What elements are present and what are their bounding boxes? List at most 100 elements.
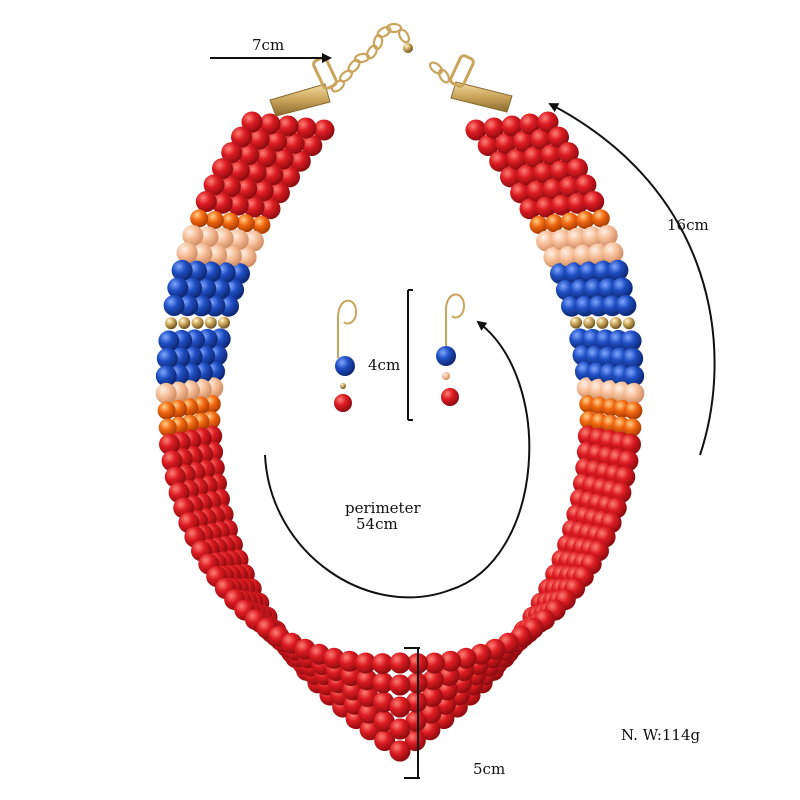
bead xyxy=(551,194,573,216)
bead xyxy=(191,316,204,329)
bead xyxy=(372,653,393,675)
bead xyxy=(506,148,528,170)
bead xyxy=(389,718,411,740)
bead xyxy=(519,113,541,135)
bead xyxy=(611,277,633,299)
bead xyxy=(526,180,548,202)
bead xyxy=(512,130,534,152)
bead xyxy=(301,135,323,156)
bead xyxy=(238,144,260,166)
bead xyxy=(159,433,180,455)
bead xyxy=(591,209,610,228)
bead xyxy=(570,316,582,329)
bead xyxy=(259,113,281,135)
bead xyxy=(465,119,487,141)
bead xyxy=(622,348,644,369)
bead xyxy=(167,277,189,299)
bead xyxy=(218,316,230,329)
side-length-arrow xyxy=(548,103,716,456)
bead xyxy=(535,196,557,218)
bead xyxy=(516,164,538,186)
bead xyxy=(178,317,191,329)
side-length-label: 16cm xyxy=(667,216,709,234)
bead xyxy=(231,126,252,148)
bead xyxy=(617,450,639,472)
bead xyxy=(255,146,277,168)
bead xyxy=(323,647,345,669)
bead xyxy=(583,316,596,329)
bead xyxy=(596,225,618,246)
earring-length-label: 4cm xyxy=(368,356,401,374)
front-width-label: 5cm xyxy=(473,760,506,778)
bead xyxy=(227,229,249,251)
perimeter-arrow xyxy=(264,320,531,599)
bead xyxy=(356,669,378,691)
bead xyxy=(483,117,505,139)
bead xyxy=(389,674,411,696)
bead xyxy=(623,382,645,404)
bead xyxy=(165,317,178,330)
bead xyxy=(567,158,588,180)
bead xyxy=(542,178,564,200)
bead xyxy=(405,710,427,732)
bead xyxy=(623,365,645,387)
bead xyxy=(624,401,643,420)
bead xyxy=(602,242,624,264)
bead xyxy=(495,132,517,154)
bead xyxy=(559,176,581,198)
bead xyxy=(455,647,477,669)
bead xyxy=(163,295,185,316)
bead xyxy=(596,316,609,329)
bead xyxy=(510,182,532,204)
bead xyxy=(389,696,411,718)
bead xyxy=(404,730,426,752)
bead xyxy=(190,209,209,228)
bead xyxy=(540,144,562,166)
bead xyxy=(477,135,499,156)
bead xyxy=(203,174,225,196)
bead xyxy=(272,148,294,170)
bead xyxy=(277,115,299,137)
bead xyxy=(197,226,219,248)
bead xyxy=(243,196,265,218)
bead xyxy=(519,198,541,220)
clasp-left xyxy=(269,56,338,117)
bead xyxy=(581,226,603,248)
bead xyxy=(266,130,288,152)
bead xyxy=(195,191,217,212)
necklace-beads xyxy=(155,111,645,762)
bead xyxy=(620,330,642,352)
bead xyxy=(212,227,234,249)
bead xyxy=(620,433,641,455)
bead xyxy=(182,225,204,246)
bead xyxy=(529,215,548,234)
bead xyxy=(440,650,461,672)
net-weight-label: N. W:114g xyxy=(621,726,701,744)
bead xyxy=(156,348,178,369)
clasp-right xyxy=(449,54,513,113)
bead xyxy=(157,401,176,420)
bead xyxy=(609,317,622,329)
bead xyxy=(566,227,588,249)
bead xyxy=(295,117,317,139)
bead xyxy=(423,652,445,674)
bead xyxy=(500,166,521,188)
bead xyxy=(158,330,180,352)
bead xyxy=(158,418,177,437)
bead xyxy=(530,128,552,150)
bead xyxy=(161,450,183,472)
bead xyxy=(389,652,411,674)
chain-drop-bead xyxy=(403,43,413,53)
bead xyxy=(615,295,637,316)
bead xyxy=(227,194,249,216)
perimeter-value: 54cm xyxy=(356,515,398,533)
bead xyxy=(155,382,177,404)
bead xyxy=(283,132,305,154)
bead xyxy=(245,162,267,184)
bead xyxy=(523,146,545,168)
bead xyxy=(219,176,241,198)
bead xyxy=(576,211,595,229)
bead xyxy=(501,115,523,137)
bead xyxy=(268,182,290,204)
